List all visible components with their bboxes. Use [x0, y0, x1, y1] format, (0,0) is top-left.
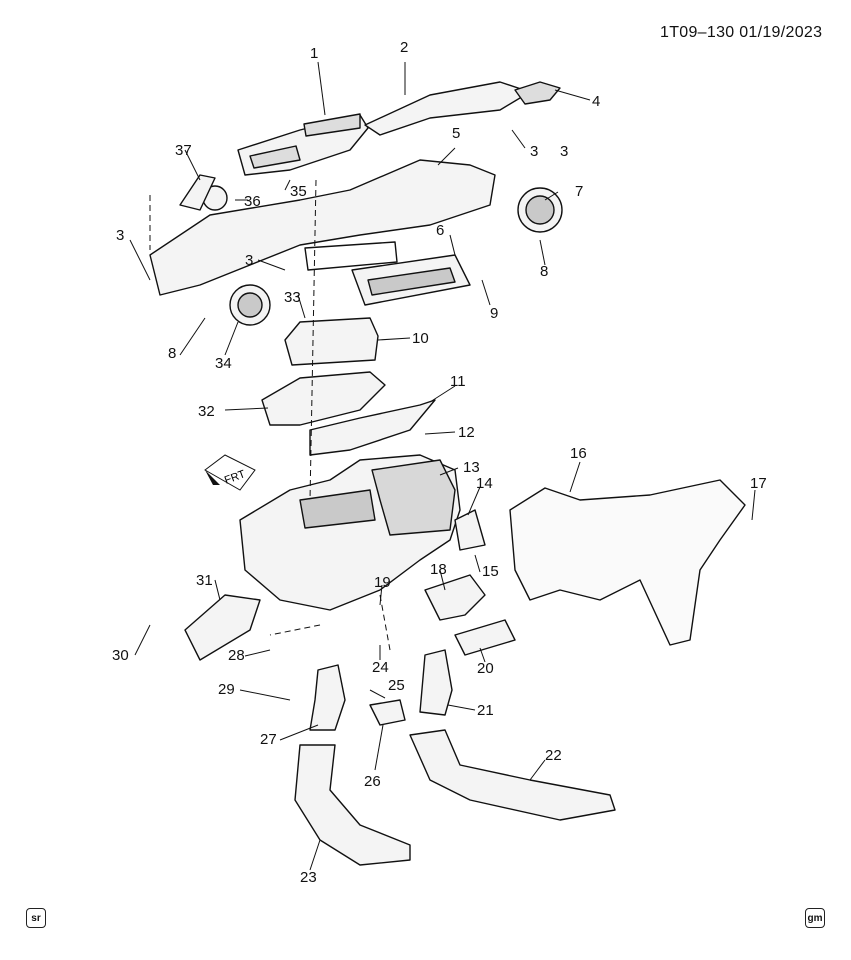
callout-label: 5 — [452, 125, 460, 142]
callout-label: 17 — [750, 475, 767, 492]
callout-label: 27 — [260, 731, 277, 748]
part-ip-support — [509, 479, 746, 646]
part-bracket — [179, 174, 216, 211]
callout-label: 24 — [372, 659, 389, 676]
callout-label: 35 — [290, 183, 307, 200]
callout-label: 3 — [245, 252, 253, 269]
callout-label: 4 — [592, 93, 600, 110]
callout-label: 37 — [175, 142, 192, 159]
part-seal — [309, 399, 436, 456]
callout-label: 34 — [215, 355, 232, 372]
gm-logo-badge: gm — [805, 908, 825, 928]
part-small-duct — [369, 699, 406, 726]
part-floor-duct-right — [419, 649, 453, 716]
callout-label: 32 — [198, 403, 215, 420]
sr-badge: sr — [26, 908, 46, 928]
callout-label: 1 — [310, 45, 318, 62]
callout-label: 7 — [575, 183, 583, 200]
part-mount-bracket — [424, 574, 486, 621]
callout-label: 8 — [540, 263, 548, 280]
callout-label: 31 — [196, 572, 213, 589]
callout-label: 18 — [430, 561, 447, 578]
callout-label: 9 — [490, 305, 498, 322]
callout-label: 3 — [560, 143, 568, 160]
callout-label: 16 — [570, 445, 587, 462]
callout-label: 14 — [476, 475, 493, 492]
callout-label: 15 — [482, 563, 499, 580]
callout-label: 23 — [300, 869, 317, 886]
part-frame — [304, 241, 398, 271]
part-rear-duct-right — [409, 729, 616, 821]
part-cover — [184, 594, 261, 661]
callout-label: 11 — [450, 373, 466, 390]
front-arrow-icon: FRT — [204, 454, 256, 491]
header-ref: 1T09–130 01/19/2023 — [660, 24, 822, 42]
callout-label: 20 — [477, 660, 494, 677]
part-control — [454, 619, 516, 656]
callout-label: 26 — [364, 773, 381, 790]
callout-label: 22 — [545, 747, 562, 764]
callout-label: 13 — [463, 459, 480, 476]
part-actuator — [454, 509, 486, 551]
part-main-duct — [149, 159, 496, 296]
callout-label: 36 — [244, 193, 261, 210]
callout-label: 19 — [374, 574, 391, 591]
callout-label: 29 — [218, 681, 235, 698]
part-clip — [514, 81, 561, 105]
part-module — [284, 317, 379, 366]
callout-label: 33 — [284, 289, 301, 306]
callout-label: 12 — [458, 424, 475, 441]
callout-label: 28 — [228, 647, 245, 664]
callout-label: 25 — [388, 677, 405, 694]
ref-code: 1T09–130 — [660, 24, 735, 41]
callout-label: 2 — [400, 39, 408, 56]
part-rear-duct-left — [294, 744, 411, 866]
callout-label: 6 — [436, 222, 444, 239]
part-lower-duct — [261, 371, 386, 426]
callout-label: 3 — [116, 227, 124, 244]
part-floor-duct-left — [309, 664, 346, 731]
callout-label: 8 — [168, 345, 176, 362]
ref-date: 01/19/2023 — [739, 24, 823, 41]
callout-label: 10 — [412, 330, 429, 347]
callout-label: 30 — [112, 647, 129, 664]
part-side-duct — [364, 81, 531, 136]
callout-label: 21 — [477, 702, 494, 719]
callout-label: 3 — [530, 143, 538, 160]
